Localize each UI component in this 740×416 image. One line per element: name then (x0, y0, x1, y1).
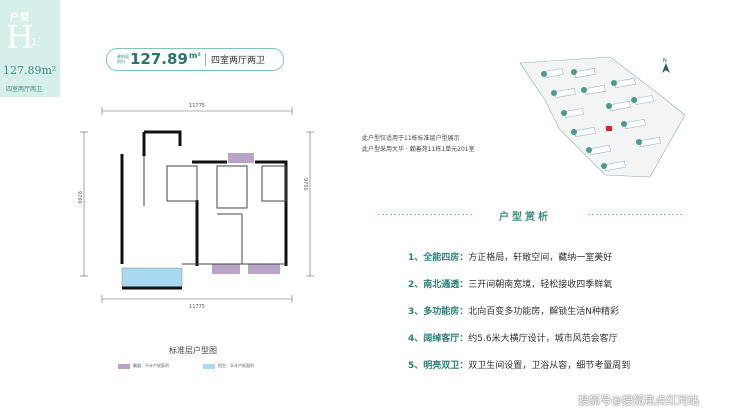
dimension-top-label: 11775 (189, 103, 205, 109)
legend-swatch (203, 363, 215, 369)
dimension-left (80, 131, 88, 277)
feature-number: 3、 (408, 307, 424, 317)
area-pill-value: 127.89 (130, 50, 188, 68)
feature-desc: 北向百变多功能房，解锁生活N种精彩 (468, 307, 620, 317)
note-line: 此户型仅适用于11栋标准层户型展示 (362, 135, 460, 142)
section-title-line-left (378, 214, 472, 215)
feature-item: 4、阔绰客厅：约5.6米大横厅设计，城市风范会客厅 (408, 331, 618, 344)
feature-title: 多功能房： (423, 307, 469, 317)
note-line: 此户型采用大华 · 翰善苑11栋1单元201室 (362, 146, 475, 153)
feature-desc: 双卫生间设置，卫浴从容，细节考量周到 (468, 361, 631, 371)
unit-area: 127.89m² (3, 64, 57, 77)
unit-type-sub: 1` (31, 37, 43, 48)
site-plan: N (519, 56, 686, 178)
feature-item: 5、明亮双卫：双卫生间设置，卫浴从容，细节考量周到 (408, 358, 630, 371)
dimension-bottom-label: 11775 (189, 304, 205, 310)
dimension-top (101, 107, 293, 115)
dimension-left-label: 9700 (76, 191, 82, 204)
legend-item: 阳台：半计产权面积 (203, 363, 254, 371)
feature-desc: 约5.6米大横厅设计，城市风范会客厅 (468, 334, 618, 344)
balcony (121, 267, 183, 289)
bay-window-3 (228, 153, 254, 163)
feature-number: 5、 (408, 361, 424, 371)
feature-desc: 方正格局，轩敞空间，藏纳一室美好 (468, 253, 613, 263)
highlighted-building (606, 126, 612, 131)
dimension-right (306, 131, 314, 277)
area-pill-divider (205, 53, 206, 66)
walls (120, 130, 288, 290)
legend-label: 飘窗：不计产权面积 (133, 363, 169, 368)
legend-label: 阳台：半计产权面积 (218, 363, 254, 368)
unit-type-tag: 户型 H 1` (0, 0, 60, 97)
feature-title: 阔绰客厅： (423, 334, 469, 344)
watermark: 搜狐号@搜狐焦点红河站 (578, 394, 699, 407)
buildings (544, 68, 661, 171)
bay-window-2 (248, 264, 280, 274)
dimension-right-label: 9700 (302, 178, 308, 191)
floor-plan: 11775 11775 9700 9700 (76, 103, 314, 310)
feature-title: 全能四房： (423, 253, 469, 263)
feature-item: 3、多功能房：北向百变多功能房，解锁生活N种精彩 (408, 304, 619, 317)
feature-title: 南北通透： (423, 280, 469, 290)
floor-plan-caption: 标准层户型图 (169, 346, 217, 355)
area-pill: 建筑面积约 127.89 m² 四室两厅两卫 (106, 48, 284, 71)
feature-item: 1、全能四房：方正格局，轩敞空间，藏纳一室美好 (408, 250, 612, 263)
area-pill-label: 建筑面积约 (117, 54, 129, 64)
partitions (143, 156, 287, 265)
feature-desc: 三开间朝南宽境，轻松接收四季鲜氧 (468, 280, 613, 290)
unit-layout-desc: 四室两厅两卫 (6, 86, 43, 93)
section-title-line-right (588, 214, 682, 215)
dimension-bottom (101, 295, 293, 303)
legend-item: 飘窗：不计产权面积 (118, 363, 169, 371)
feature-item: 2、南北通透：三开间朝南宽境，轻松接收四季鲜氧 (408, 277, 612, 290)
area-pill-rooms: 四室两厅两卫 (211, 56, 266, 66)
feature-number: 2、 (408, 280, 424, 290)
north-arrow-icon (662, 63, 670, 73)
north-label: N (663, 58, 667, 64)
building-markers (541, 69, 642, 169)
legend-swatch (118, 363, 130, 369)
unit-type-letter: H (6, 18, 34, 56)
area-pill-unit: m² (189, 51, 201, 60)
feature-title: 明亮双卫： (423, 361, 469, 371)
feature-number: 1、 (408, 253, 424, 263)
site-boundary (519, 56, 686, 178)
unit-type-label: 户型 (10, 13, 31, 23)
section-title: 户型赏析 (499, 212, 551, 223)
feature-number: 4、 (408, 334, 424, 344)
bay-window-1 (212, 264, 240, 274)
